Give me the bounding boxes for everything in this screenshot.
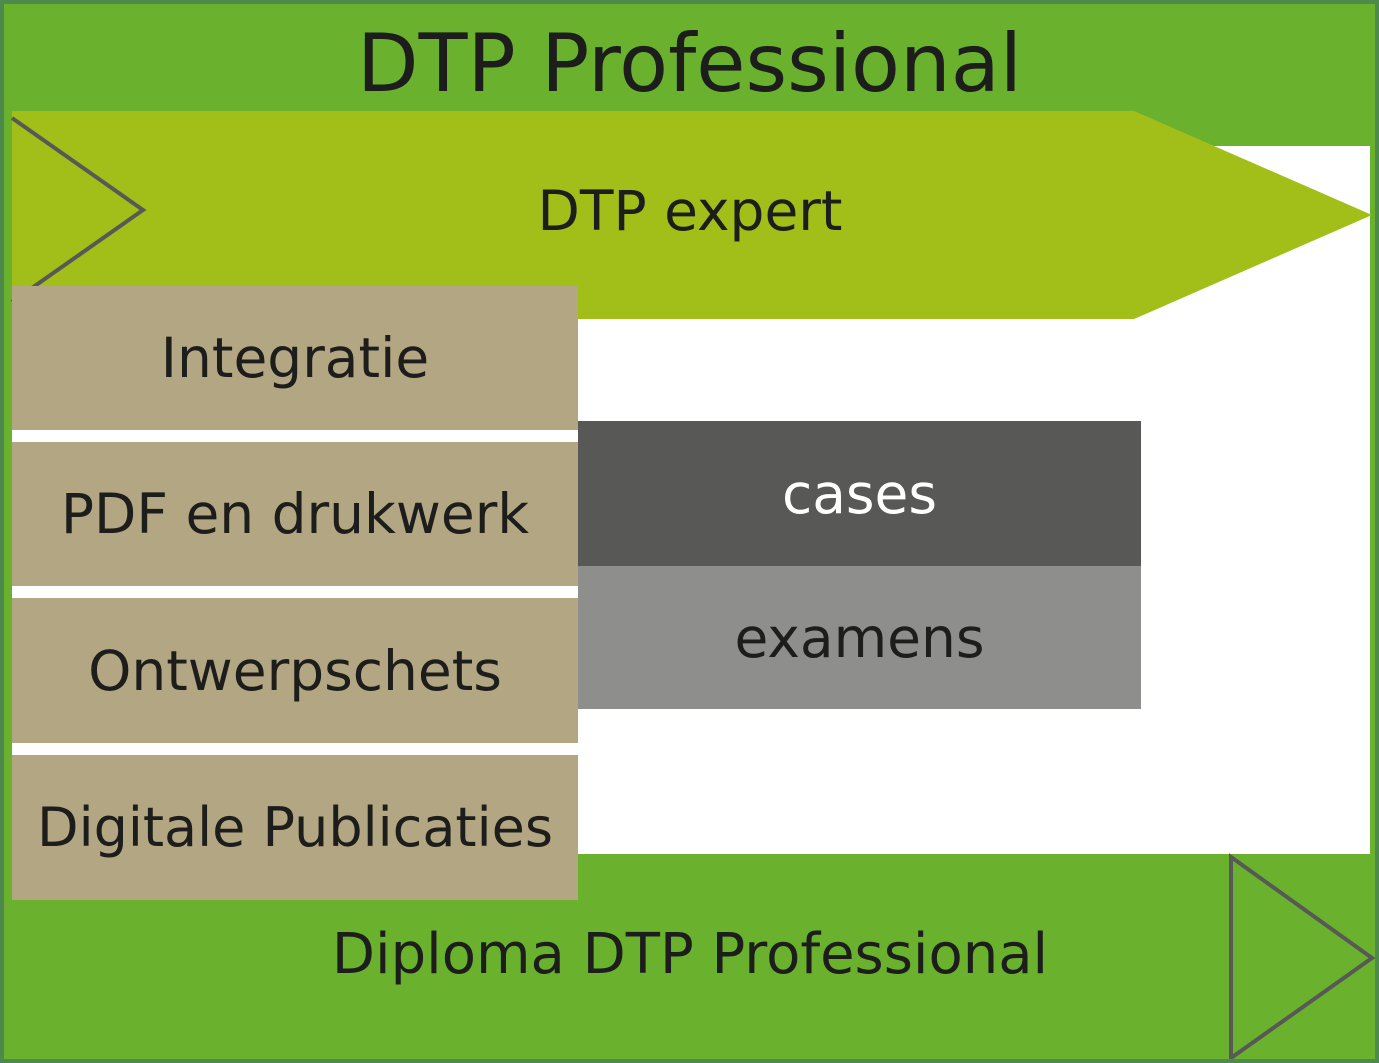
module-label: Ontwerpschets [88,638,502,703]
module-label: PDF en drukwerk [60,482,530,546]
diploma-label: Diploma DTP Professional [331,922,1049,987]
dtp-expert-banner-shape [12,111,1372,319]
diagram-title: DTP Professional [357,17,1022,110]
examens-label: examens [734,605,985,670]
module-pdf-en-drukwerk: PDF en drukwerk [12,442,578,586]
module-digitale-publicaties: Digitale Publicaties [12,755,578,900]
examens-box: examens [578,566,1141,709]
cases-box: cases [578,421,1141,566]
cases-label: cases [781,461,938,526]
dtp-expert-label: DTP expert [537,179,843,243]
play-arrow-icon [1229,853,1376,1062]
module-integratie: Integratie [12,286,578,430]
module-ontwerpschets: Ontwerpschets [12,598,578,743]
module-label: Digitale Publicaties [37,796,553,859]
banner-chevron-icon [10,116,147,304]
module-label: Integratie [160,326,430,390]
